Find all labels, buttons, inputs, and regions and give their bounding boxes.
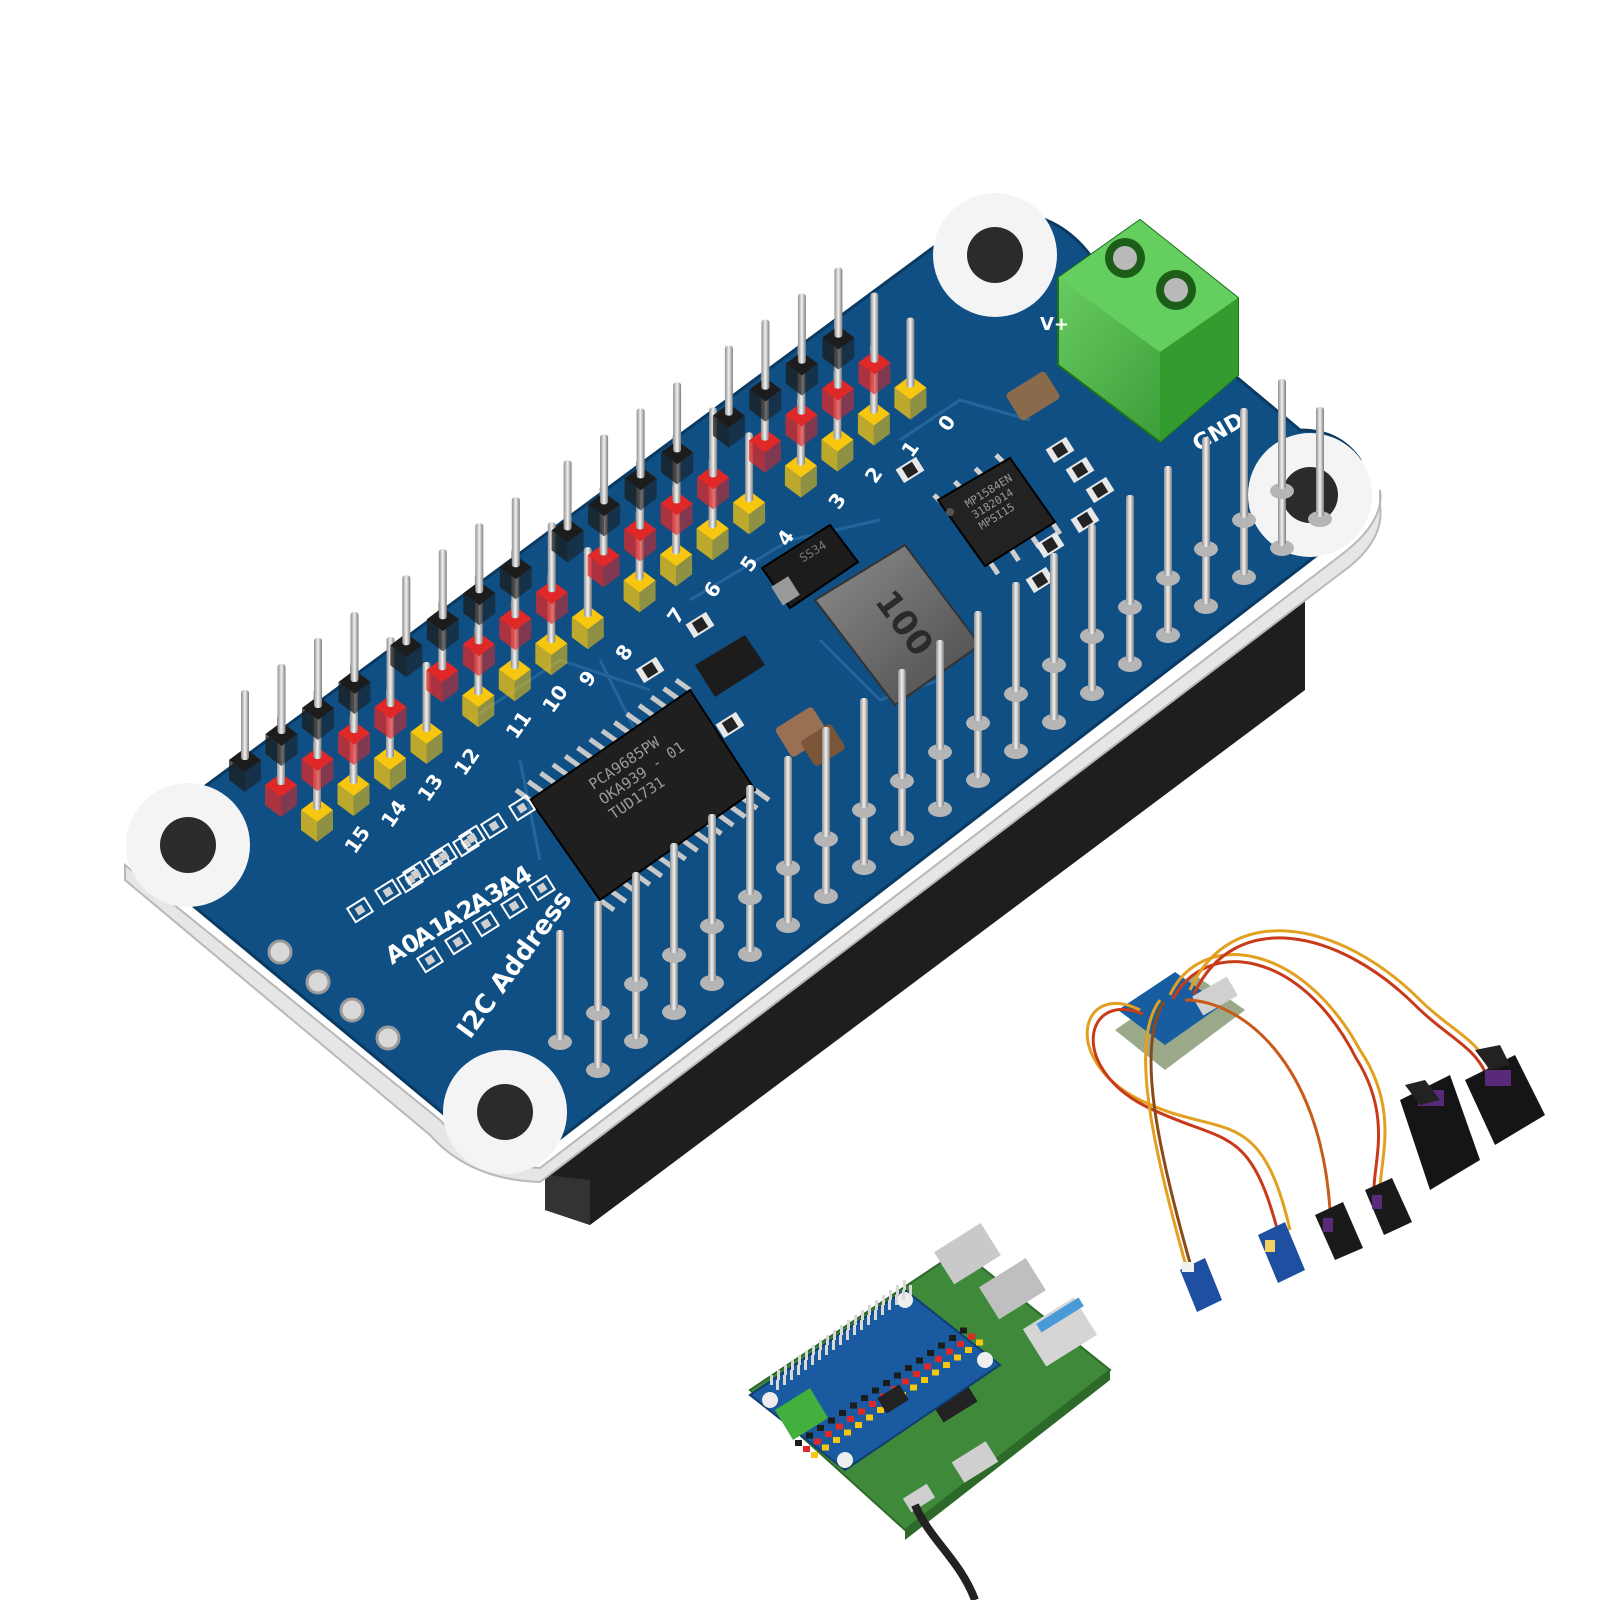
gpio-pin-0-0 [556, 930, 564, 1040]
power-terminal-block: V+ [1040, 218, 1239, 444]
gpio-pin-11-0 [974, 611, 982, 721]
large-servo-1 [1400, 1075, 1480, 1190]
addr-pad-0-1 [373, 878, 403, 906]
regulator-chip: MP1584EN 3182014 MPSI15 [932, 453, 1063, 576]
gpio-pin-9-0 [898, 669, 906, 779]
gpio-pin-10-0 [936, 640, 944, 750]
header-pin-15-2 [906, 317, 915, 388]
addr-pad-2-4 [527, 874, 557, 902]
header-signal-8 [623, 568, 656, 613]
header-pin-7-0 [511, 497, 520, 568]
addr-pad-2-1 [443, 928, 473, 956]
addr-pad-0-3 [429, 842, 459, 870]
header-pin-2-0 [314, 638, 322, 708]
terminal-mark: V+ [1040, 314, 1069, 335]
mounting-hole-right [1248, 433, 1372, 557]
header-pin-4-0 [402, 575, 411, 646]
gpio-pin-7-0 [822, 727, 830, 837]
mounting-hole-top [933, 193, 1057, 317]
addr-pad-2-2 [471, 910, 501, 938]
gpio-pin-2-0 [632, 872, 640, 982]
edge-test-pads [267, 939, 401, 1051]
gpio-pin-4-0 [708, 814, 716, 924]
header-pin-11-0 [673, 382, 682, 453]
header-pin-8-0 [563, 460, 572, 531]
header-pin-10-0 [636, 408, 645, 479]
pwm-controller-chip: PCA9685PW OKA939 - 01 TUD1731 [514, 677, 771, 913]
gpio-pin-19-0 [1278, 379, 1286, 489]
header-ground-8 [551, 518, 584, 563]
header-pin-1-0 [277, 664, 286, 734]
gpio-header-pins [548, 379, 1332, 1078]
gpio-pin-5-0 [746, 785, 754, 895]
header-pin-15-0 [834, 267, 843, 338]
header-power-10 [660, 491, 693, 536]
smd-components [635, 371, 1115, 766]
gpio-pin-1-0 [594, 901, 602, 1011]
header-pin-0-0 [241, 690, 249, 760]
gpio-pin-14-0 [1088, 524, 1096, 634]
micro-servo-blue-2 [1258, 1222, 1305, 1283]
header-pin-13-0 [761, 319, 770, 390]
header-pin-3-0 [350, 612, 359, 682]
addr-pad-0-2 [401, 860, 431, 888]
gpio-pin-12-0 [1012, 582, 1020, 692]
header-pin-6-0 [475, 523, 484, 594]
micro-servo-black-1 [1315, 1202, 1363, 1260]
header-ground-0 [229, 748, 261, 792]
header-power-7 [535, 580, 568, 625]
gpio-pin-19-1 [1316, 407, 1324, 517]
header-ground-9 [588, 492, 621, 537]
raspberry-pi-with-hat [748, 1223, 1112, 1600]
gpio-pin-18-0 [1240, 408, 1248, 518]
addr-pad-0-4 [457, 824, 487, 852]
header-pin-9-0 [600, 434, 609, 505]
servo-headers [229, 267, 927, 842]
header-pin-14-0 [797, 293, 806, 364]
header-pin-15-1 [870, 292, 879, 363]
mounting-hole-left [126, 783, 250, 907]
stacking-header-body [545, 590, 1305, 1225]
micro-servo-blue-1 [1180, 1258, 1222, 1312]
header-signal-11 [733, 490, 766, 535]
i2c-address-pads [345, 794, 557, 974]
gpio-pin-15-0 [1126, 495, 1134, 605]
header-ground-11 [661, 440, 694, 485]
header-power-2 [338, 721, 370, 765]
mounting-hole-bottom [443, 1050, 567, 1174]
addr-pad-2-0 [415, 946, 445, 974]
addr-pad-1-3 [479, 812, 509, 840]
servo-kit-illustration [1085, 929, 1545, 1312]
gpio-pin-13-0 [1050, 553, 1058, 663]
header-pin-5-0 [438, 549, 447, 620]
gpio-pin-3-0 [670, 843, 678, 953]
gpio-pin-17-0 [1202, 437, 1210, 547]
micro-servo-black-2 [1365, 1178, 1412, 1235]
schottky-diode: SS34 [760, 523, 860, 610]
addr-pad-1-4 [507, 794, 537, 822]
stacking-header-side [545, 1175, 590, 1225]
header-pin-12-0 [724, 345, 733, 416]
gpio-pin-16-0 [1164, 466, 1172, 576]
addr-pad-0-0 [345, 896, 375, 924]
gpio-pin-6-0 [784, 756, 792, 866]
addr-pad-2-3 [499, 892, 529, 920]
gpio-pin-8-0 [860, 698, 868, 808]
large-servo-2 [1465, 1045, 1545, 1145]
